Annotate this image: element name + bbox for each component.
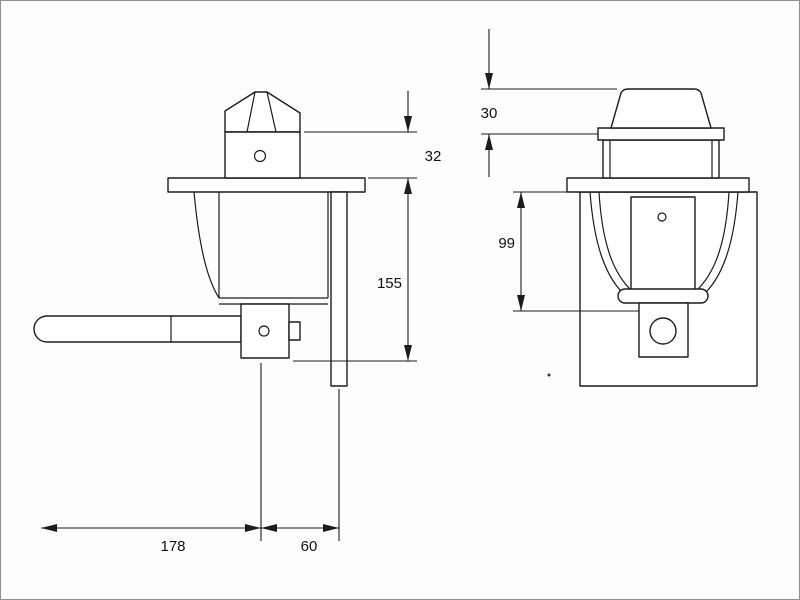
dim-99-label: 99 — [498, 235, 515, 252]
arrow-down-icon — [485, 73, 493, 89]
arrow-right-icon — [245, 524, 261, 532]
stray-mark — [547, 373, 551, 377]
arrow-left-icon — [261, 524, 277, 532]
dim-178-label: 178 — [160, 538, 185, 555]
front-collar-band — [597, 127, 725, 141]
front-cap — [610, 88, 712, 129]
handle-pivot-hole — [258, 325, 270, 337]
arrow-up-icon — [404, 178, 412, 194]
handle-bar — [33, 315, 242, 343]
arrow-down-icon — [404, 116, 412, 132]
handle-hub-tab — [288, 321, 301, 341]
side-body-outer-curve — [193, 191, 220, 299]
arrow-up-icon — [485, 134, 493, 150]
side-cap-facet-left — [246, 91, 256, 133]
front-center-slide — [630, 196, 696, 291]
side-view — [33, 91, 366, 387]
dim-60-label: 60 — [301, 538, 318, 555]
front-upper-body — [602, 139, 720, 179]
dimension-annotations: 32 155 30 99 178 60 — [41, 29, 639, 555]
arrow-down-icon — [517, 295, 525, 311]
dim-32-label: 32 — [425, 148, 442, 165]
side-upper-block — [224, 131, 301, 179]
front-cross-bar — [617, 288, 709, 304]
dim-30-label: 30 — [481, 105, 498, 122]
arrow-up-icon — [517, 192, 525, 208]
front-slide-hole — [657, 212, 667, 222]
dim-155-label: 155 — [377, 275, 402, 292]
arrow-left-icon — [41, 524, 57, 532]
side-cap — [224, 91, 301, 133]
handle-hub-block — [240, 303, 290, 359]
arrow-down-icon — [404, 345, 412, 361]
front-view — [547, 88, 758, 387]
spring-arm-left-inner — [598, 191, 634, 293]
arrow-right-icon — [323, 524, 339, 532]
spring-arm-right-inner — [694, 191, 730, 293]
spring-arm-right-outer — [700, 191, 739, 298]
front-pivot-hole — [649, 317, 677, 345]
side-cap-facet-right — [266, 91, 277, 133]
side-block-hole — [253, 149, 267, 163]
front-flange-plate — [566, 177, 750, 193]
side-mount-plate — [330, 191, 348, 387]
side-flange-plate — [167, 177, 366, 193]
